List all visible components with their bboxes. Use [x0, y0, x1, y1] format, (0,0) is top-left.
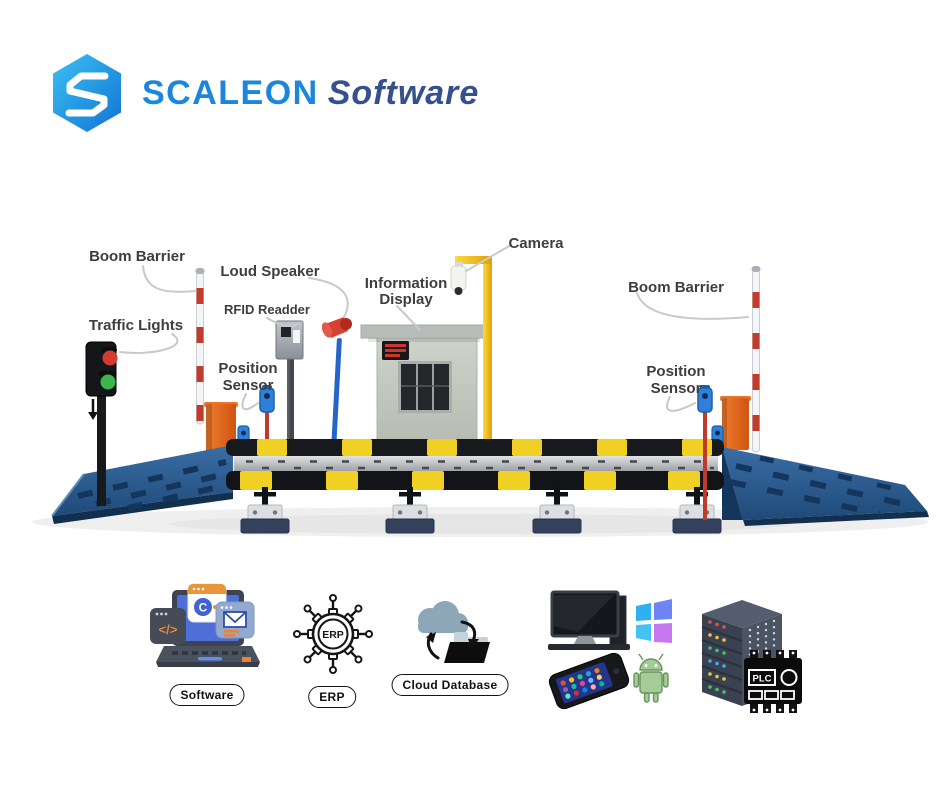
label-position-sensor-left-2: Sensor: [223, 377, 274, 394]
mail-window: [215, 601, 255, 639]
software-icon: </> C: [150, 583, 260, 667]
label-traffic-lights: Traffic Lights: [89, 317, 183, 334]
erp-icon: ERP: [293, 594, 373, 674]
boom-barrier-right-device: [720, 266, 761, 453]
code-window: </>: [150, 608, 186, 644]
loud-speaker-device: [321, 317, 352, 450]
diagram-labels: Boom Barrier Traffic Lights Loud Speaker…: [89, 235, 724, 397]
c-badge: C: [199, 601, 208, 615]
boom-barrier-left-device: [195, 268, 238, 452]
down-arrow-icon: [88, 399, 98, 420]
windows-logo-icon: [636, 599, 672, 643]
load-cell: [672, 487, 722, 534]
scaleon-hexagon-icon: [53, 54, 121, 132]
app-dots: [560, 668, 605, 699]
server-plc-group: PLC: [701, 600, 802, 713]
envelope-icon: [223, 611, 247, 628]
information-display-panel: [382, 341, 409, 360]
scaleon-logo: SCALEON Software: [46, 52, 479, 134]
rfid-reader-device: [275, 320, 304, 449]
platform-deck: [234, 456, 718, 473]
green-light: [100, 374, 116, 390]
camera-pole: [450, 256, 492, 450]
load-cell: [240, 487, 290, 534]
label-information-display-1: Information: [365, 275, 448, 292]
right-ramp: [722, 447, 929, 526]
label-information-display-2: Display: [379, 291, 433, 308]
cloud-database-icon: [418, 601, 490, 663]
guard-house-window: [398, 361, 452, 413]
code-glyph: </>: [159, 622, 178, 637]
camera-device: [450, 265, 467, 295]
logo-brand: SCALEON: [142, 73, 319, 112]
software-label-pill: Software: [169, 684, 245, 706]
load-cell: [532, 487, 582, 534]
devices-group: [548, 590, 672, 710]
label-position-sensor-right-2: Sensor: [651, 380, 702, 397]
server-leds: [708, 620, 726, 694]
cloud-database-label-pill: Cloud Database: [391, 674, 509, 696]
logo-suffix: Software: [327, 73, 480, 112]
label-loud-speaker: Loud Speaker: [220, 263, 319, 280]
logo-s-mark: [65, 72, 109, 117]
weighbridge-platform: [226, 439, 724, 490]
erp-gear-text: ERP: [322, 629, 344, 641]
label-rfid-reader: RFID Readder: [224, 302, 310, 317]
label-position-sensor-right-1: Position: [646, 363, 705, 380]
label-boom-barrier-left: Boom Barrier: [89, 248, 185, 265]
position-sensor-left-device: [259, 385, 275, 450]
smartphone-icon: [548, 652, 630, 710]
erp-label-pill: ERP: [308, 686, 356, 708]
red-light: [102, 350, 118, 366]
folder-shape: [444, 632, 490, 663]
plc-chip-text: PLC: [753, 674, 772, 685]
logo-text: SCALEON Software: [142, 74, 479, 113]
label-position-sensor-left-1: Position: [218, 360, 277, 377]
guard-house: [360, 324, 488, 449]
leader-lines: [119, 244, 749, 412]
label-camera: Camera: [508, 235, 564, 252]
weighbridge-diagram: Boom Barrier Traffic Lights Loud Speaker…: [32, 235, 929, 537]
label-boom-barrier-right: Boom Barrier: [628, 279, 724, 296]
sync-arrows: [426, 620, 479, 660]
traffic-light-device: [85, 341, 118, 506]
ground-shadow-inner: [170, 514, 790, 534]
plc-icon: PLC: [744, 650, 802, 713]
android-icon: [633, 653, 669, 703]
desktop-computer-icon: [548, 590, 630, 650]
load-cell: [385, 487, 435, 534]
cloud-shape: [418, 601, 468, 633]
position-sensor-right-device: [697, 385, 713, 520]
load-cells: [240, 487, 722, 534]
